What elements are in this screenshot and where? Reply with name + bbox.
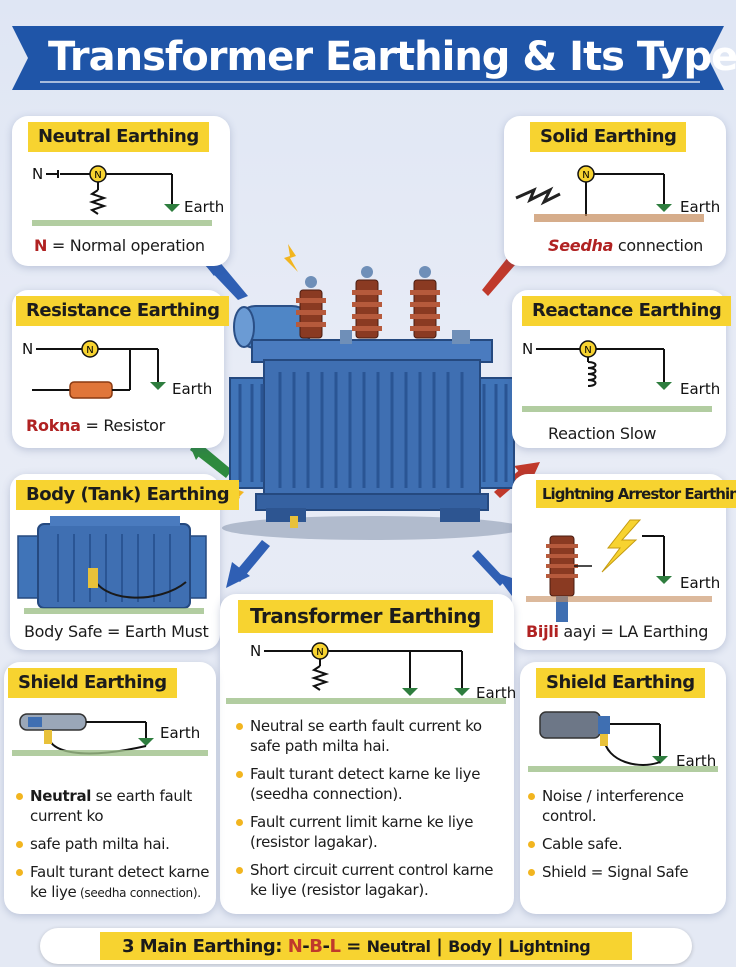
n-label: N xyxy=(32,165,43,183)
svg-text:N: N xyxy=(22,340,33,358)
resistor-icon xyxy=(69,381,113,399)
svg-text:Earth: Earth xyxy=(680,198,720,216)
svg-text:Earth: Earth xyxy=(676,752,716,770)
reactance-earthing-card: Reactance Earthing N N Earth Reaction Sl… xyxy=(512,290,732,448)
body-earthing-card: Body (Tank) Earthing Body Safe = Earth M… xyxy=(10,474,240,650)
list-item: Shield = Signal Safe xyxy=(526,862,722,882)
solid-earthing-title: Solid Earthing xyxy=(530,122,687,152)
shield-earthing-left-card: Shield Earthing Earth Neutral se earth f… xyxy=(4,662,216,914)
shield-earthing-right-card: Shield Earthing Earth Noise / interferen… xyxy=(520,662,726,914)
transformer-earthing-title: Transformer Earthing xyxy=(238,600,493,633)
list-item: Fault turant detect karne ke liye (seedh… xyxy=(234,764,506,804)
reactance-earthing-caption: Reaction Slow xyxy=(548,424,657,443)
title-banner: Transformer Earthing & Its Types xyxy=(12,26,736,90)
transformer-earthing-diagram: N N Earth xyxy=(226,642,516,704)
body-earthing-title: Body (Tank) Earthing xyxy=(16,480,240,510)
list-item: Neutral se earth fault current ko xyxy=(14,786,210,826)
solid-earthing-diagram: N Earth xyxy=(515,165,720,222)
resistance-earthing-caption: Rokna = Resistor xyxy=(26,416,165,435)
cable-connector-icon xyxy=(539,711,601,739)
shield-earthing-right-diagram: Earth xyxy=(528,711,718,772)
shield-earthing-left-diagram: Earth xyxy=(12,713,208,756)
shield-earthing-right-list: Noise / interference control. Cable safe… xyxy=(526,786,722,890)
shield-earthing-right-title: Shield Earthing xyxy=(536,668,705,698)
transformer-earthing-list: Neutral se earth fault current ko safe p… xyxy=(234,716,506,908)
svg-text:N: N xyxy=(522,340,533,358)
list-item: Neutral se earth fault current ko safe p… xyxy=(234,716,506,756)
lightning-earthing-caption: Bijli aayi = LA Earthing xyxy=(526,622,709,641)
earth-label: Earth xyxy=(184,198,224,216)
reactance-earthing-title: Reactance Earthing xyxy=(522,296,732,326)
body-earthing-caption: Body Safe = Earth Must xyxy=(24,622,209,641)
arrow-shield xyxy=(472,550,506,586)
lightning-earthing-card: Lightning Arrestor Earthing Earth Bijli … xyxy=(512,474,736,650)
svg-text:Earth: Earth xyxy=(680,380,720,398)
inductor-icon xyxy=(587,361,597,387)
list-item: Cable safe. xyxy=(526,834,722,854)
footer-banner: 3 Main Earthing: N-B-L = Neutral | Body … xyxy=(40,928,692,964)
resistance-earthing-card: Resistance Earthing N N Earth Rokna = Re… xyxy=(12,290,230,448)
neutral-earthing-caption: N = Normal operation xyxy=(34,236,205,255)
page-title: Transformer Earthing & Its Types xyxy=(48,34,736,80)
banner-ribbon xyxy=(12,26,724,90)
shield-earthing-left-title: Shield Earthing xyxy=(8,668,177,698)
list-item: Noise / interference control. xyxy=(526,786,722,826)
svg-text:Earth: Earth xyxy=(160,724,200,742)
svg-text:Earth: Earth xyxy=(680,574,720,592)
neutral-earthing-diagram: N N Earth xyxy=(32,165,224,226)
transformer-earthing-card: Transformer Earthing N N Earth Neutral s… xyxy=(220,594,516,914)
resistance-earthing-diagram: N N Earth xyxy=(22,340,212,399)
svg-text:Earth: Earth xyxy=(476,684,516,702)
resistance-earthing-title: Resistance Earthing xyxy=(16,296,230,326)
body-earthing-diagram xyxy=(17,516,207,614)
lightning-earthing-diagram: Earth xyxy=(526,519,720,622)
neutral-earthing-card: Neutral Earthing N N Earth N = Normal op… xyxy=(12,116,230,266)
svg-text:N: N xyxy=(86,345,93,356)
list-item: Short circuit current control karne ke l… xyxy=(234,860,506,900)
list-item: Fault current limit karne ke liye (resis… xyxy=(234,812,506,852)
svg-text:N: N xyxy=(316,647,323,658)
svg-text:N: N xyxy=(250,642,261,660)
list-item: safe path milta hai. xyxy=(14,834,210,854)
lightning-earthing-title: Lightning Arrestor Earthing xyxy=(536,480,736,508)
shield-earthing-left-list: Neutral se earth fault current ko safe p… xyxy=(14,786,210,911)
solid-earthing-caption: Seedha connection xyxy=(548,236,704,255)
reactance-earthing-diagram: N N Earth xyxy=(522,340,720,412)
svg-text:N: N xyxy=(582,170,589,181)
svg-text:N: N xyxy=(94,170,101,181)
footer-highlight xyxy=(100,932,632,960)
list-item: Fault turant detect karne ke liye (seedh… xyxy=(14,862,210,903)
svg-text:N: N xyxy=(584,345,591,356)
neutral-earthing-title: Neutral Earthing xyxy=(28,122,209,152)
svg-text:Earth: Earth xyxy=(172,380,212,398)
footer-text: 3 Main Earthing: N-B-L = Neutral | Body … xyxy=(122,936,591,957)
solid-earthing-card: Solid Earthing N Earth Seedha connection xyxy=(504,116,726,266)
